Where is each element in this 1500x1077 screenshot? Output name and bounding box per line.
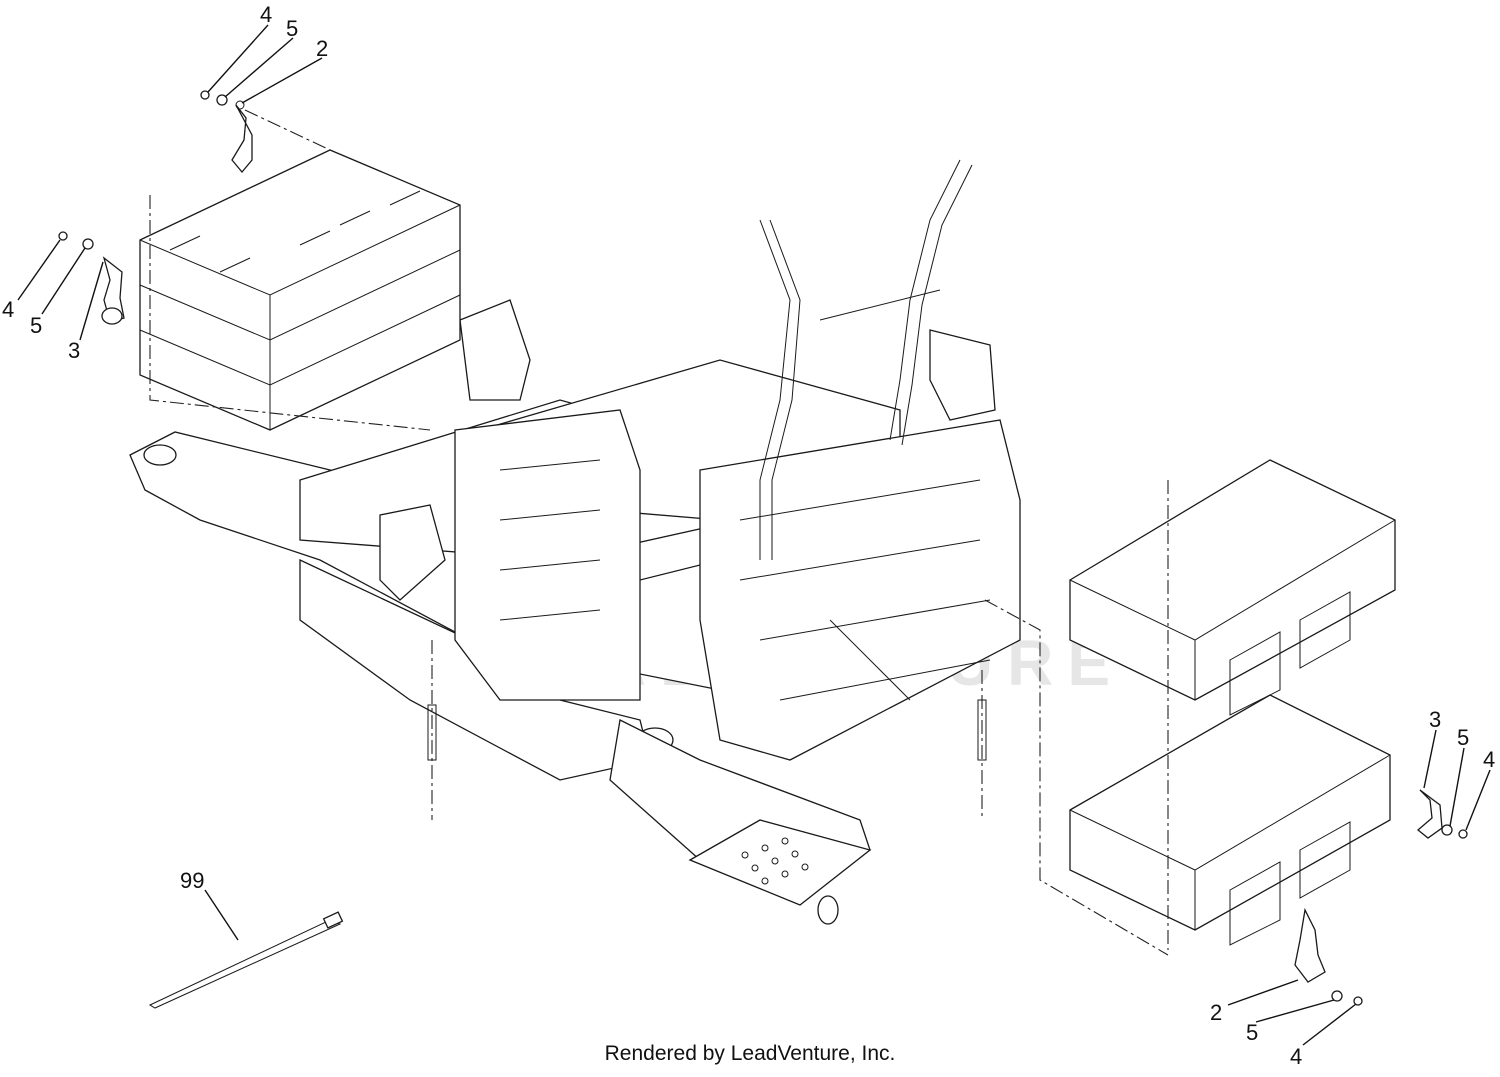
footer-credit: Rendered by LeadVenture, Inc. <box>604 1042 896 1065</box>
callout-2-bottom: 2 <box>1210 1000 1222 1025</box>
callout-4-left: 4 <box>2 297 14 322</box>
chassis-frame <box>129 159 1021 925</box>
battery-cable-left <box>58 231 125 325</box>
battery-cable-right <box>1416 789 1468 839</box>
callout-leaders <box>17 24 1491 1046</box>
callout-3-left: 3 <box>68 338 80 363</box>
battery-stack-left <box>139 109 461 431</box>
battery-right-lower <box>1069 694 1391 946</box>
cable-tie <box>148 911 344 1009</box>
callout-5-top: 5 <box>286 16 298 41</box>
callout-4-bottom: 4 <box>1290 1044 1302 1069</box>
callout-5-right: 5 <box>1457 725 1469 750</box>
battery-right-upper <box>1069 459 1396 716</box>
callout-3-right: 3 <box>1429 707 1441 732</box>
callout-2-top: 2 <box>316 36 328 61</box>
battery-cable-bottom <box>1294 907 1363 1006</box>
callout-99: 99 <box>180 868 204 893</box>
battery-cable-top <box>200 90 253 174</box>
callout-5-bottom: 5 <box>1246 1020 1258 1045</box>
callout-5-left: 5 <box>30 313 42 338</box>
callout-4-right: 4 <box>1483 747 1495 772</box>
callout-4-top: 4 <box>260 2 272 27</box>
